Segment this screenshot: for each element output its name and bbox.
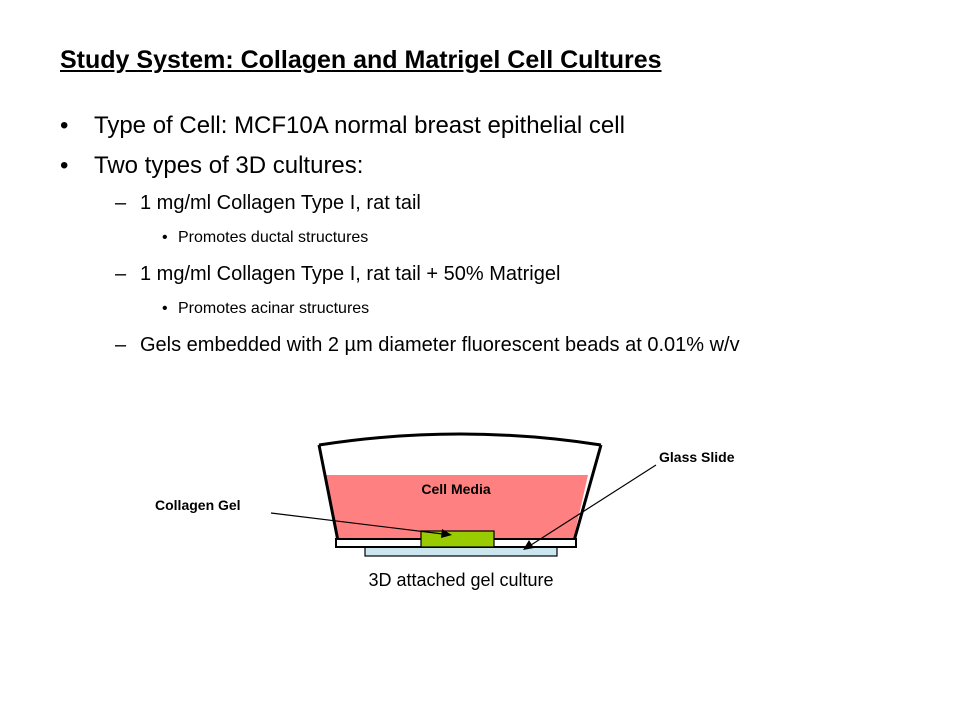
sub-sub-item-acinar: Promotes acinar structures — [60, 298, 900, 320]
glass-slide-arrowhead — [523, 540, 534, 550]
sub-item-beads: Gels embedded with 2 µm diameter fluores… — [60, 332, 900, 358]
sub-sub-item-ductal: Promotes ductal structures — [60, 227, 900, 249]
label-cell-media: Cell Media — [421, 481, 490, 497]
sub-item-collagen-matrigel: 1 mg/ml Collagen Type I, rat tail + 50% … — [60, 261, 900, 287]
glass-slide-pointer — [530, 464, 657, 546]
bullet-culture-types: Two types of 3D cultures: — [60, 150, 900, 182]
collagen-gel — [420, 530, 495, 548]
dish-rim — [318, 432, 602, 447]
label-collagen-gel: Collagen Gel — [155, 497, 241, 513]
collagen-gel-pointer — [270, 512, 444, 535]
bullet-cell-type: Type of Cell: MCF10A normal breast epith… — [60, 110, 900, 142]
label-glass-slide: Glass Slide — [659, 449, 735, 465]
slide-title: Study System: Collagen and Matrigel Cell… — [60, 46, 662, 74]
collagen-gel-arrowhead — [441, 529, 452, 538]
slide-body: Type of Cell: MCF10A normal breast epith… — [60, 110, 900, 369]
diagram-caption: 3D attached gel culture — [368, 570, 553, 590]
cell-media-fill — [325, 475, 588, 541]
sub-item-collagen: 1 mg/ml Collagen Type I, rat tail — [60, 190, 900, 216]
